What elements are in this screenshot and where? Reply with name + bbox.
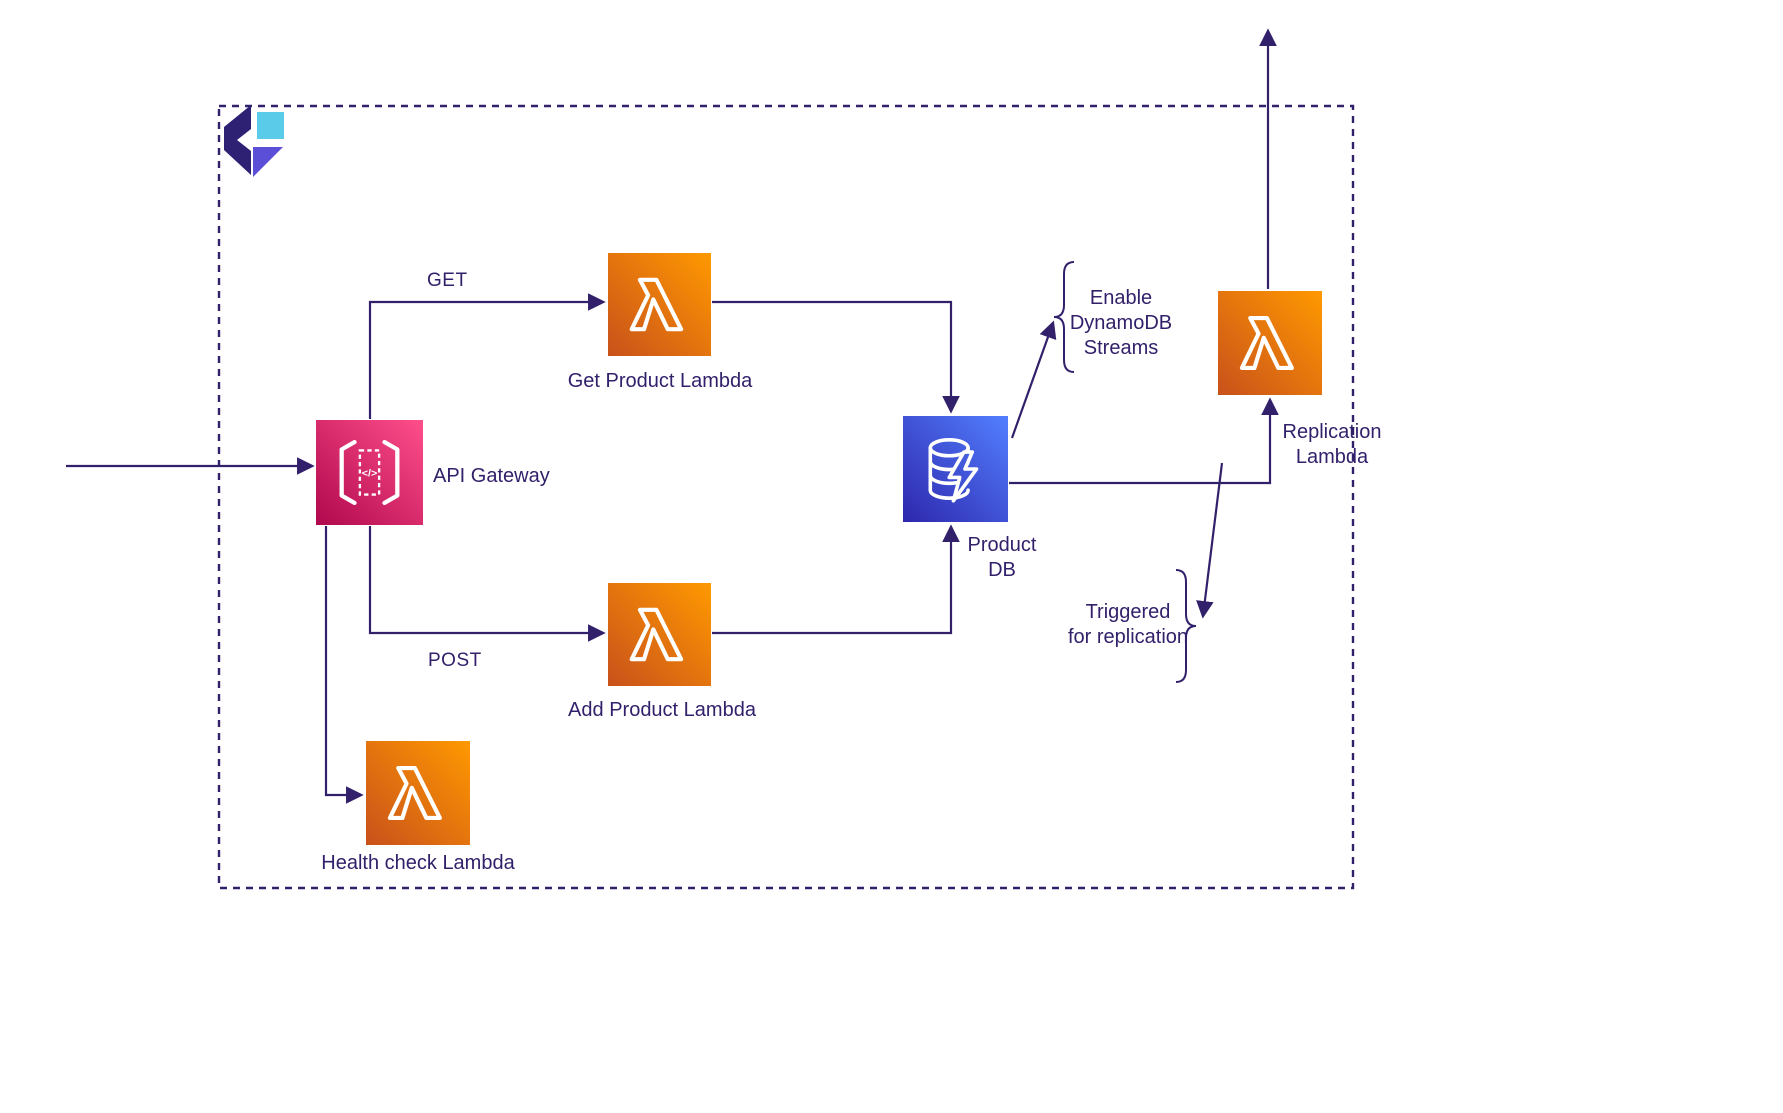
enable-streams-line2: DynamoDB	[1069, 312, 1173, 334]
logo	[224, 105, 284, 177]
triggered-replication-brace	[1175, 569, 1197, 683]
add-product-lambda-node	[608, 583, 711, 686]
triggered-replication-line1: Triggered	[1085, 601, 1171, 623]
get-product-lambda-label: Get Product Lambda	[567, 370, 753, 392]
logo-chevron-shape	[224, 105, 251, 175]
edge-apigateway-to-health-lambda	[324, 526, 364, 804]
lambda-icon	[608, 583, 711, 686]
post-edge-label: POST	[428, 650, 482, 671]
enable-streams-line1: Enable	[1089, 287, 1153, 309]
replication-lambda-label: Replication Lambda	[1262, 420, 1402, 470]
triggered-replication-line2: for replication	[1067, 626, 1189, 648]
api-gateway-label: API Gateway	[433, 465, 550, 487]
product-db-label-line2: DB	[988, 559, 1016, 581]
edge-get-lambda-to-productdb	[712, 300, 960, 414]
replication-lambda-label-line2: Lambda	[1295, 446, 1369, 468]
health-check-lambda-label: Health check Lambda	[321, 852, 515, 874]
get-product-lambda-node	[608, 253, 711, 356]
dynamodb-icon	[903, 416, 1008, 522]
api-gateway-node: </>	[316, 420, 423, 525]
enable-streams-line3: Streams	[1083, 337, 1159, 359]
lightning-bolt-glyph	[947, 450, 979, 503]
logo-cyan-square	[257, 112, 284, 139]
edge-apigateway-to-get-lambda	[368, 293, 606, 419]
product-db-label: Product DB	[942, 533, 1062, 583]
api-gateway-glyph-text: </>	[362, 468, 377, 480]
lambda-icon	[608, 253, 711, 356]
add-product-lambda-label: Add Product Lambda	[568, 699, 756, 721]
triggered-replication-annotation: Triggered for replication	[1053, 600, 1203, 650]
streams-annotation-arrow	[1010, 320, 1057, 439]
replication-lambda-node	[1218, 291, 1322, 395]
replication-lambda-label-line1: Replication	[1282, 421, 1382, 443]
lambda-icon	[366, 741, 470, 845]
logo-triangle-shape	[253, 147, 283, 177]
product-db-node	[903, 416, 1008, 522]
edge-add-lambda-to-productdb	[712, 524, 960, 635]
health-check-lambda-node	[366, 741, 470, 845]
replication-annotation-arrow	[1196, 462, 1224, 619]
enable-streams-annotation: Enable DynamoDB Streams	[1051, 286, 1191, 361]
edge-productdb-to-replication-lambda	[1009, 397, 1279, 485]
lambda-icon	[1218, 291, 1322, 395]
boundary-box	[217, 104, 1355, 890]
product-db-label-line1: Product	[967, 534, 1037, 556]
edge-apigateway-to-add-lambda	[368, 526, 606, 642]
api-gateway-icon: </>	[316, 420, 423, 525]
enable-streams-brace	[1053, 261, 1075, 373]
get-edge-label: GET	[427, 270, 468, 291]
